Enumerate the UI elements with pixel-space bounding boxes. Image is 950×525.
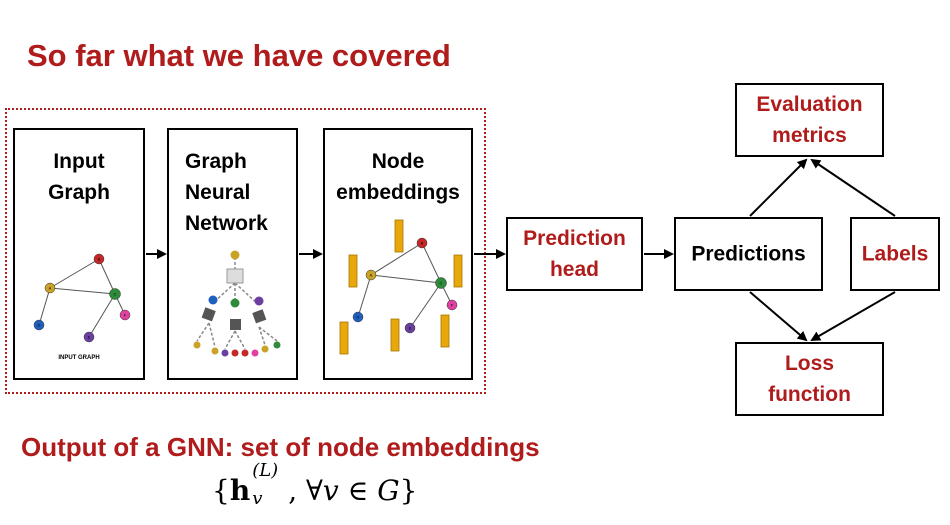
svg-text:C: C [440, 281, 443, 286]
node-embeddings-label: Node embeddings [336, 150, 460, 204]
node-embeddings-illustration: A B C D E F [339, 219, 463, 355]
arrow-predictions-to-loss [749, 291, 808, 342]
input-graph-label: Input Graph [48, 150, 110, 204]
node-letter-e: E [88, 335, 91, 340]
input-graph-caption: INPUT GRAPH [58, 355, 100, 361]
embedding-bar [394, 219, 404, 253]
node-letter-f: F [124, 313, 127, 318]
gnn-label: Graph Neural Network [185, 150, 268, 235]
embedding-bar [390, 318, 400, 352]
svg-text:F: F [451, 303, 454, 308]
prediction-head-label: Prediction head [523, 227, 626, 281]
evaluation-metrics-box: Evaluation metrics [735, 83, 884, 157]
graph-node-e [83, 331, 95, 343]
prediction-head-box: Prediction head [506, 217, 643, 291]
svg-text:B: B [421, 241, 424, 246]
loss-function-label: Loss function [768, 352, 851, 406]
node-letter-d: D [38, 323, 41, 328]
embedding-bar [339, 321, 349, 355]
input-graph-box: Input Graph A B C D E F INPUT GRAPH [13, 128, 145, 380]
slide-title: So far what we have covered [27, 38, 451, 73]
graph-node-a [44, 282, 56, 294]
arrow-predictions-to-metrics [749, 158, 808, 217]
node-embeddings-box: Node embeddings A B [323, 128, 473, 380]
predictions-box: Predictions [674, 217, 823, 291]
embedding-bar [453, 254, 463, 288]
svg-text:A: A [370, 273, 373, 278]
gnn-scope-frame [5, 108, 486, 394]
node-letter-b: B [98, 257, 101, 262]
svg-text:E: E [409, 326, 412, 331]
node-letter-a: A [49, 286, 52, 291]
node-letter-c: C [114, 292, 117, 297]
gnn-box: Graph Neural Network [167, 128, 298, 380]
graph-node-b [93, 253, 105, 265]
predictions-label: Predictions [691, 242, 806, 266]
labels-box: Labels [850, 217, 940, 291]
input-graph-illustration: A B C D E F [33, 253, 131, 343]
gnn-output-caption: Output of a GNN: set of node embeddings [21, 432, 540, 462]
labels-label: Labels [861, 242, 929, 266]
arrow-labels-to-metrics [810, 158, 896, 217]
arrow-labels-to-loss [810, 291, 896, 342]
loss-function-box: Loss function [735, 342, 884, 416]
evaluation-metrics-label: Evaluation metrics [756, 93, 863, 147]
svg-text:D: D [357, 315, 360, 320]
graph-node-c [109, 288, 121, 300]
embedding-bar [348, 254, 358, 288]
node-embedding-formula: {h(L)v, ∀v ∈ G} [212, 460, 418, 509]
graph-node-d [33, 319, 45, 331]
graph-node-f [119, 309, 131, 321]
embedding-bar [440, 314, 450, 348]
gnn-computation-graph [193, 250, 281, 357]
